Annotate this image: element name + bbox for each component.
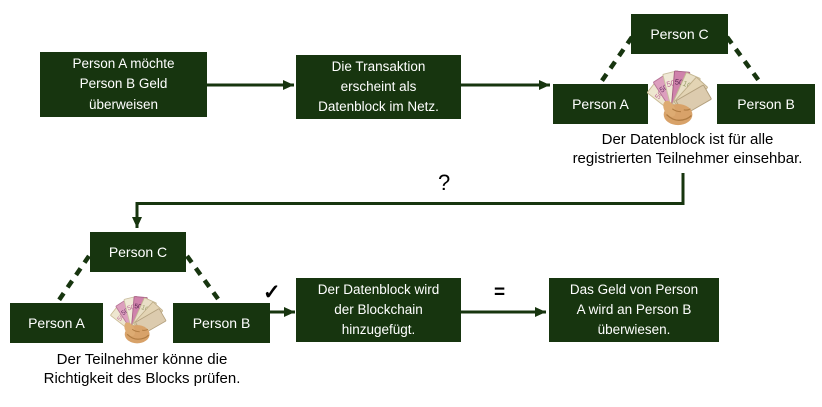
equals-symbol: =	[494, 282, 506, 303]
step2-line2: erscheint als	[340, 78, 417, 94]
step6-line3: überwiesen.	[597, 322, 671, 338]
person-b-box-top: Person B	[717, 84, 815, 124]
person-c-label-bottom: Person C	[108, 244, 168, 260]
step1-line3: überweisen	[88, 96, 159, 112]
person-b-box-bottom: Person B	[173, 303, 270, 343]
caption-top-line1: Der Datenblock ist für alle	[601, 131, 774, 148]
caption-bottom-line2: Richtigkeit des Blocks prüfen.	[43, 369, 241, 387]
caption-top-line2: registrierten Teilnehmer einsehbar.	[572, 149, 803, 167]
step5-line2: der Blockchain	[334, 301, 423, 317]
step2-line3: Datenblock im Netz.	[318, 99, 439, 115]
step5-line1: Der Datenblock wird	[317, 281, 440, 297]
person-a-label-top: Person A	[572, 96, 629, 112]
step1-line1: Person A möchte	[72, 56, 175, 72]
person-a-label-bottom: Person A	[28, 315, 85, 331]
caption-datablock-visible: Der Datenblock ist für alle registrierte…	[540, 131, 822, 169]
dashed-link-c-b-top	[725, 35, 764, 87]
dashed-link-c-a-bottom	[55, 254, 91, 305]
question-mark-symbol: ?	[438, 170, 451, 195]
step2-line1: Die Transaktion	[331, 58, 426, 74]
person-a-box-bottom: Person A	[10, 303, 103, 343]
person-c-label-top: Person C	[650, 26, 709, 42]
step6-money-transferred-box: Das Geld von Person A wird an Person B ü…	[549, 278, 719, 342]
money-fan-icon-top	[646, 70, 713, 126]
step5-line3: hinzugefügt.	[341, 322, 416, 338]
step1-line2: Person B Geld	[79, 76, 168, 92]
person-b-label-top: Person B	[737, 96, 795, 112]
step6-line2: A wird an Person B	[576, 301, 692, 317]
step6-line1: Das Geld von Person	[569, 281, 699, 297]
person-b-label-bottom: Person B	[192, 315, 251, 331]
step1-transfer-request-box: Person A möchte Person B Geld überweisen	[40, 52, 207, 117]
dashed-link-c-b-bottom	[185, 254, 223, 305]
step2-datablock-appears-box: Die Transaktion erscheint als Datenblock…	[296, 55, 461, 119]
caption-bottom-line1: Der Teilnehmer könne die	[56, 351, 228, 368]
person-a-box-top: Person A	[553, 84, 648, 124]
caption-participants-verify: Der Teilnehmer könne die Richtigkeit des…	[18, 351, 266, 389]
money-fan-icon-bottom	[109, 295, 167, 344]
person-c-box-top: Person C	[631, 14, 728, 54]
connector-network-to-verification	[132, 173, 685, 228]
dashed-link-c-a-top	[597, 35, 634, 87]
check-mark-symbol: ✓	[263, 281, 281, 304]
person-c-box-bottom: Person C	[90, 232, 186, 272]
step5-block-added-box: Der Datenblock wird der Blockchain hinzu…	[296, 278, 461, 342]
